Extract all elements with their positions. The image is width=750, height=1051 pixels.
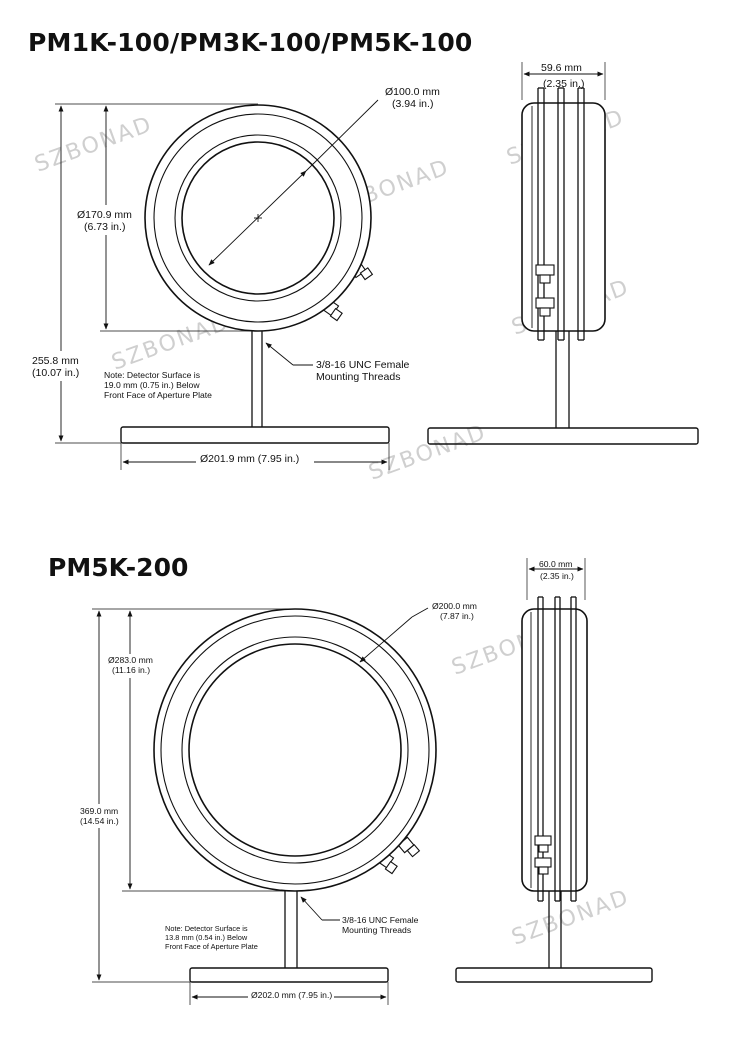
aperture-dia-in-label: (7.87 in.) bbox=[440, 611, 474, 621]
aperture-dia-in-label: (3.94 in.) bbox=[392, 98, 433, 110]
model-title-1: PM1K-100/PM3K-100/PM5K-100 bbox=[28, 28, 473, 57]
fitting-icon bbox=[535, 264, 555, 317]
housing-dia-mm-label: Ø283.0 mm bbox=[108, 655, 153, 665]
side-width-mm-label: 60.0 mm bbox=[539, 559, 572, 569]
drawing2-front-view: Ø200.0 mm (7.87 in.) Ø283.0 mm (11.16 in… bbox=[78, 601, 477, 1005]
overall-height-mm-label: 255.8 mm bbox=[32, 355, 79, 367]
detector-note-line-2: 19.0 mm (0.75 in.) Below bbox=[104, 380, 200, 390]
overall-height-in-label: (10.07 in.) bbox=[32, 367, 79, 379]
thread-note-line-2: Mounting Threads bbox=[342, 925, 411, 935]
side-width-in-label: (2.35 in.) bbox=[540, 571, 574, 581]
aperture-dia-mm-label: Ø100.0 mm bbox=[385, 86, 440, 98]
housing-dia-mm-label: Ø170.9 mm bbox=[77, 209, 132, 221]
housing-dia-in-label: (11.16 in.) bbox=[112, 665, 150, 675]
model-title-2: PM5K-200 bbox=[48, 553, 189, 582]
detector-note-line-2: 13.8 mm (0.54 in.) Below bbox=[165, 933, 248, 942]
drawing1-front-view: Ø100.0 mm (3.94 in.) Ø170.9 mm (6.73 in.… bbox=[28, 86, 440, 470]
fitting-icon bbox=[397, 836, 421, 858]
side-width-in-label: (2.35 in.) bbox=[543, 78, 584, 90]
side-width-mm-label: 59.6 mm bbox=[541, 62, 582, 74]
watermark: SZBONAD bbox=[32, 112, 157, 178]
drawing1-side-view: 59.6 mm (2.35 in.) bbox=[427, 62, 699, 445]
detector-note-line-1: Note: Detector Surface is bbox=[165, 924, 248, 933]
thread-note-line-1: 3/8-16 UNC Female bbox=[342, 915, 419, 925]
thread-note-line-2: Mounting Threads bbox=[316, 371, 400, 383]
base-dia-label: Ø202.0 mm (7.95 in.) bbox=[251, 990, 332, 1000]
base-dia-label: Ø201.9 mm (7.95 in.) bbox=[200, 453, 299, 465]
detector-note-line-1: Note: Detector Surface is bbox=[104, 370, 200, 380]
overall-height-mm-label: 369.0 mm bbox=[80, 806, 118, 816]
detector-note-line-3: Front Face of Aperture Plate bbox=[104, 390, 212, 400]
overall-height-in-label: (14.54 in.) bbox=[80, 816, 119, 826]
thread-note-line-1: 3/8-16 UNC Female bbox=[316, 359, 410, 371]
aperture-dia-mm-label: Ø200.0 mm bbox=[432, 601, 477, 611]
detector-note-line-3: Front Face of Aperture Plate bbox=[165, 942, 258, 951]
fitting-icon bbox=[534, 835, 552, 875]
housing-dia-in-label: (6.73 in.) bbox=[84, 221, 125, 233]
drawing2-side-view: 60.0 mm (2.35 in.) bbox=[455, 558, 653, 983]
